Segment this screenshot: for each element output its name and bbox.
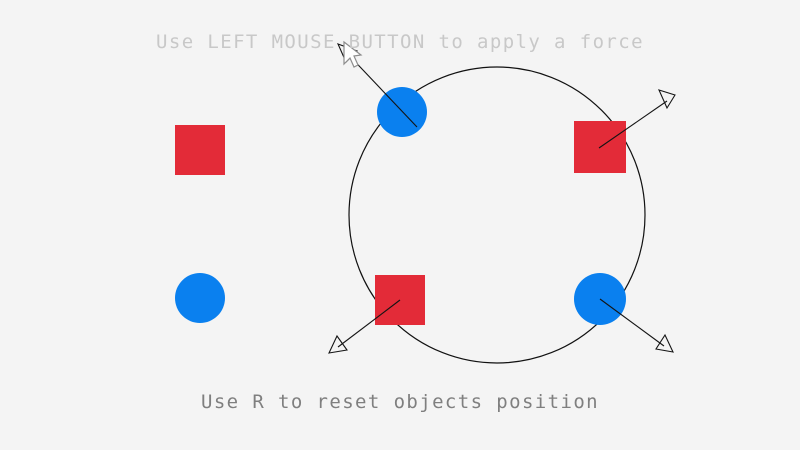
body-red-square-left[interactable]	[175, 125, 225, 175]
hint-reset-objects: Use R to reset objects position	[200, 391, 599, 413]
body-blue-circle-top[interactable]	[377, 87, 427, 137]
mouse-pointer-icon	[343, 40, 363, 68]
arrowhead-icon	[328, 334, 348, 354]
boundary-circle	[348, 66, 646, 364]
hint-apply-force: Use LEFT MOUSE BUTTON to apply a force	[156, 31, 644, 53]
arrowhead-icon	[658, 89, 676, 110]
force-vector-square-bottom-center	[328, 299, 401, 354]
force-vector-circle-bottom-right	[599, 298, 674, 353]
body-blue-circle-bottom-left[interactable]	[175, 273, 225, 323]
force-vector-square-right	[598, 89, 676, 149]
arrowhead-icon	[655, 333, 674, 353]
